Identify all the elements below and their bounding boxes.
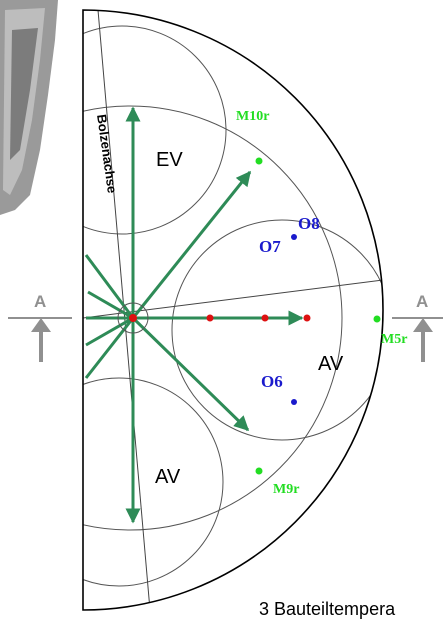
outlet-valve-label-right: AV xyxy=(318,353,344,375)
caption: 3 Bauteiltempera xyxy=(259,599,396,619)
half-disc-outline xyxy=(82,9,384,611)
arrow-down-right xyxy=(131,316,250,432)
section-label-left: A xyxy=(34,292,46,311)
section-label-right: A xyxy=(416,292,428,311)
m9-label: M9r xyxy=(273,482,299,497)
valve-circles xyxy=(83,10,383,610)
arrow-up-left xyxy=(84,254,135,319)
m5-dot xyxy=(373,315,381,323)
o7-dot xyxy=(291,234,297,240)
red-point-1 xyxy=(206,314,214,322)
arrow-up-right xyxy=(131,170,252,319)
photo-fragment xyxy=(0,0,58,215)
o6-dot xyxy=(291,399,297,405)
bolt-axis-line xyxy=(97,10,151,610)
measurement-labels: M10r O8 O7 M5r O6 M9r xyxy=(236,109,407,497)
red-point-3 xyxy=(303,314,311,322)
o7-label: O7 xyxy=(259,237,281,256)
flow-arrows xyxy=(84,106,304,524)
o6-label: O6 xyxy=(261,372,283,391)
m9-dot xyxy=(255,467,263,475)
o8-label: O8 xyxy=(298,214,320,233)
section-marker-right xyxy=(392,317,443,362)
red-point-2 xyxy=(261,314,269,322)
inlet-valve-label: EV xyxy=(156,149,183,171)
outlet-valve-label-bottom: AV xyxy=(155,466,181,488)
arrow-down-left xyxy=(84,317,135,379)
bolt-center-ring xyxy=(117,302,149,334)
m10-label: M10r xyxy=(236,109,269,124)
center-point xyxy=(129,314,137,322)
arrow-left-upper xyxy=(87,290,134,320)
m10-dot xyxy=(255,157,263,165)
bolt-axis-label: Bolzenachse xyxy=(94,113,120,194)
measurement-dots xyxy=(255,157,381,475)
arrow-left-lower xyxy=(85,316,134,347)
section-marker-left xyxy=(8,317,72,362)
red-points xyxy=(117,302,311,334)
m5-label: M5r xyxy=(381,332,407,347)
